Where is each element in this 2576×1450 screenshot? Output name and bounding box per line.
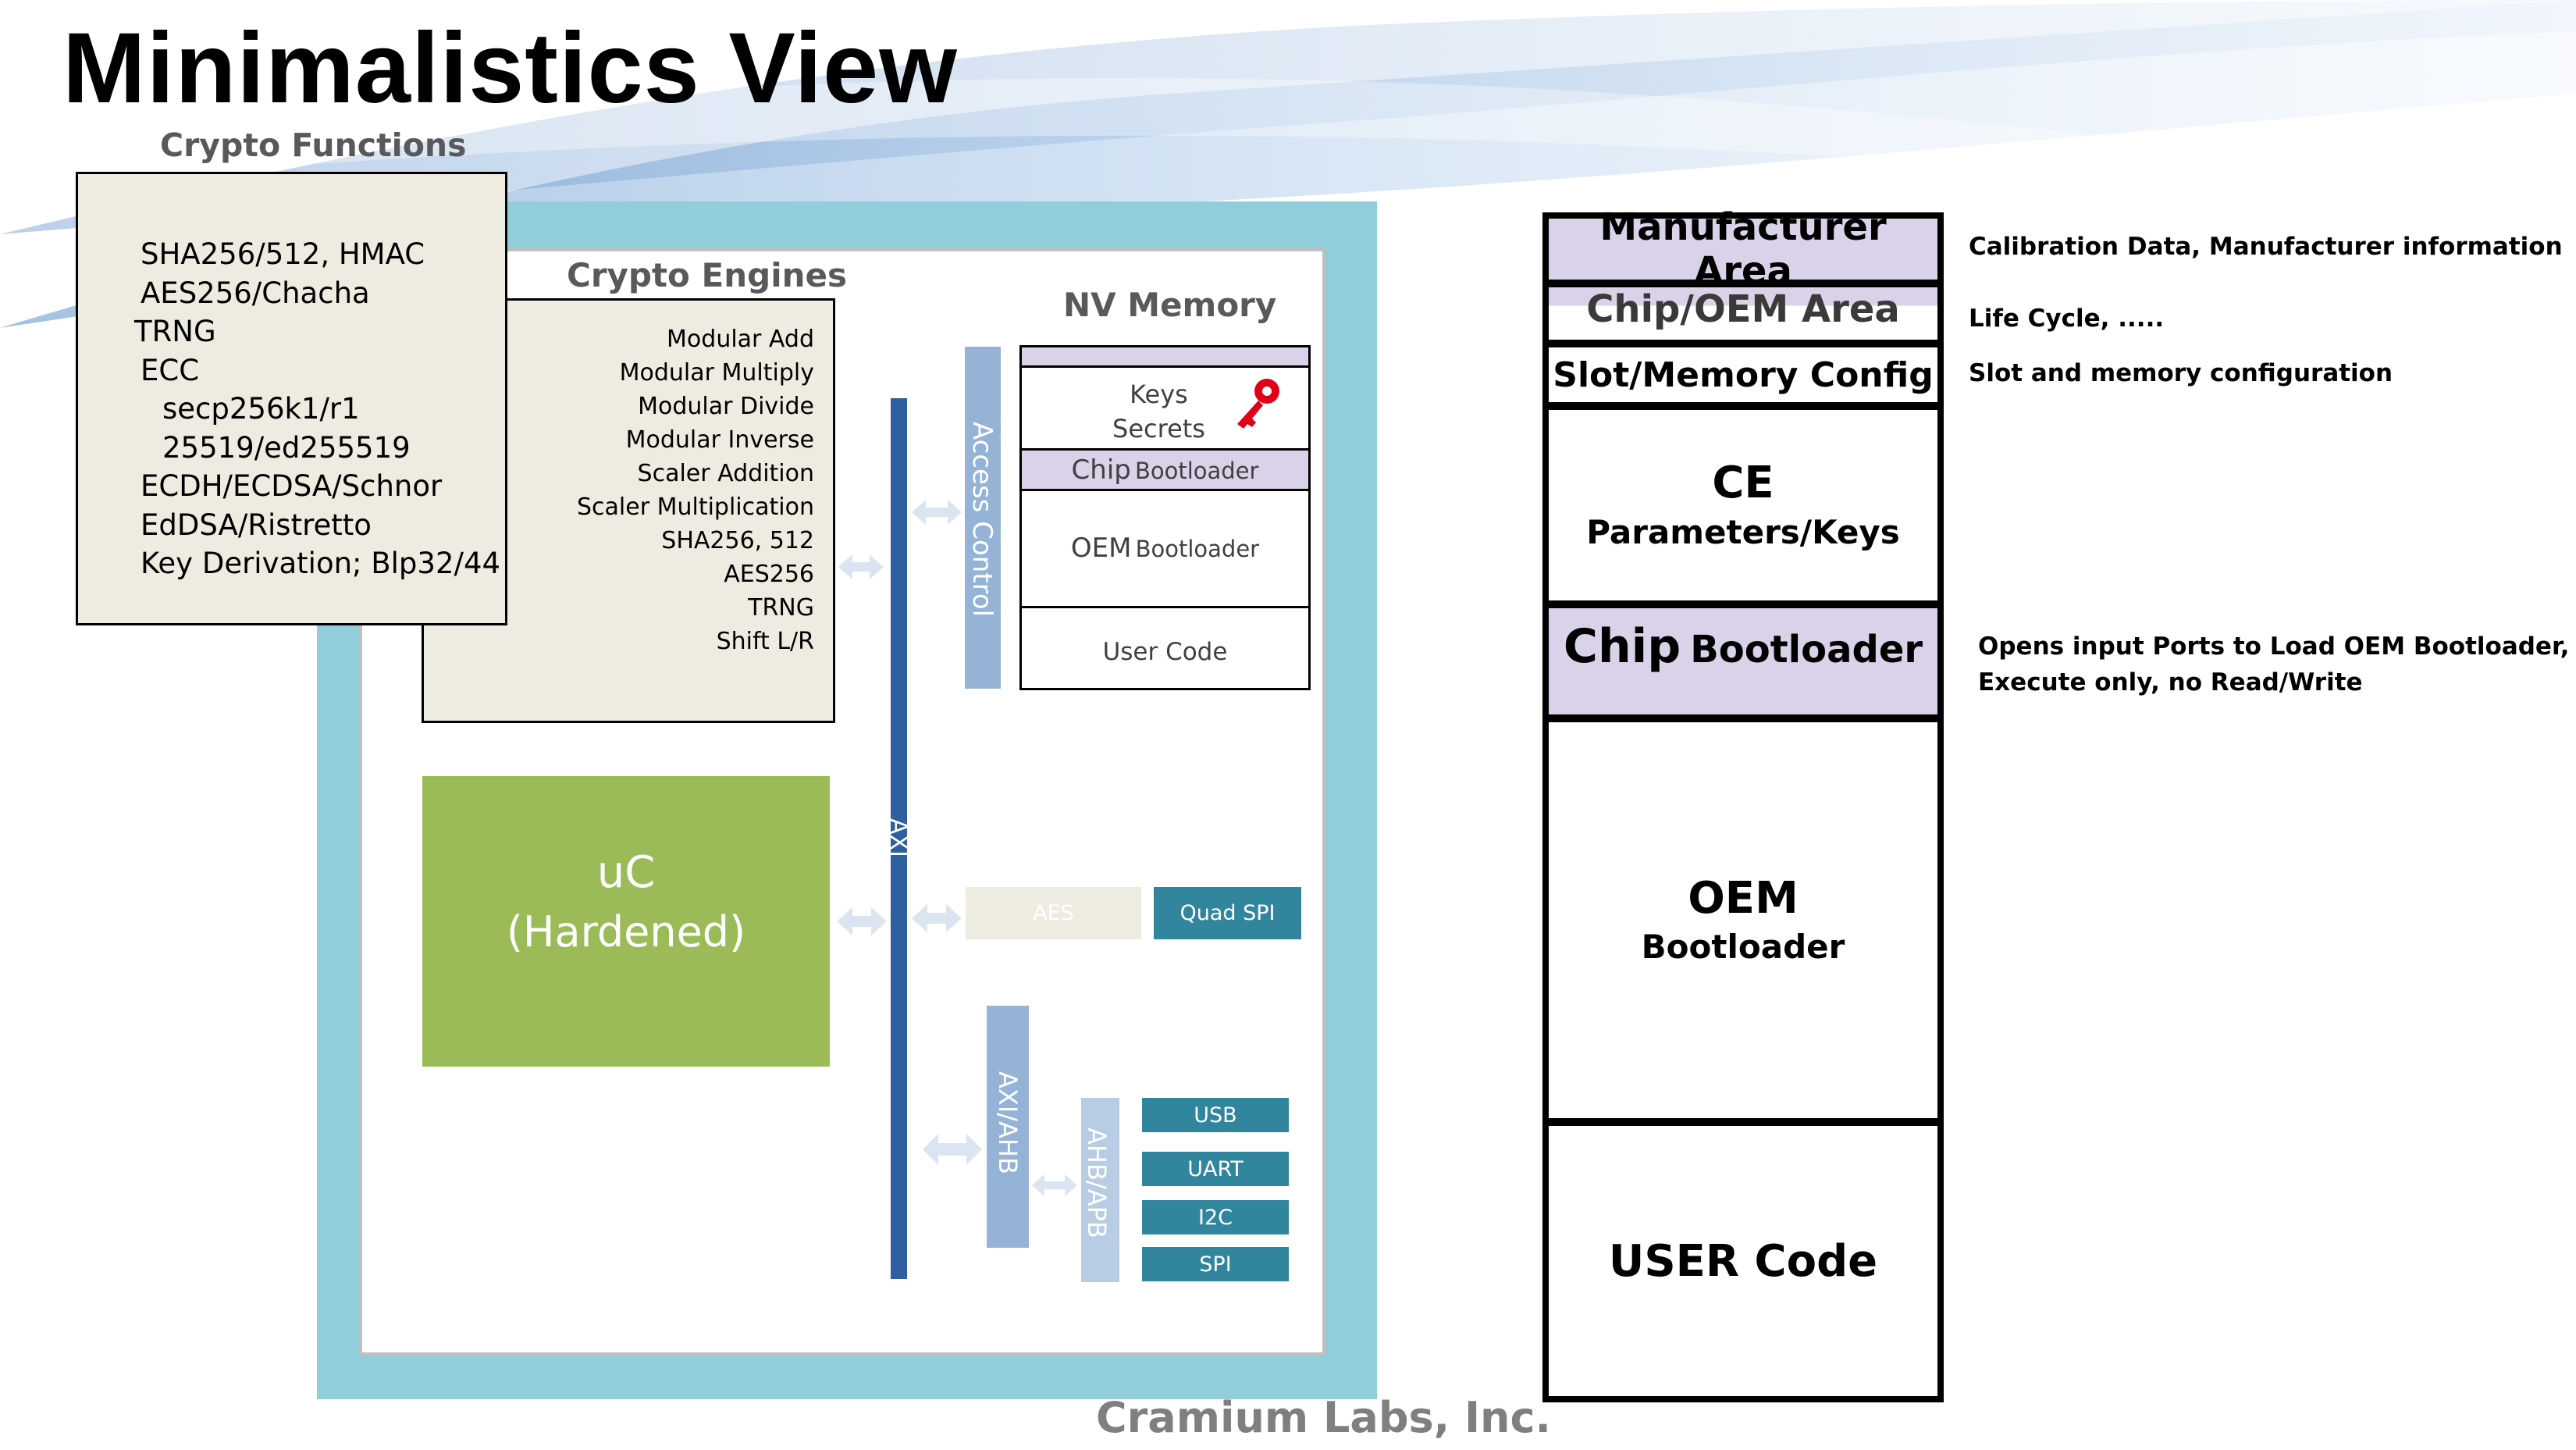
arrow-aes: [912, 904, 962, 932]
function-item: TRNG: [134, 315, 216, 348]
footer-company: Cramium Labs, Inc.: [1096, 1393, 1552, 1442]
engine-item: TRNG: [748, 594, 814, 622]
mm-slot-label: Slot/Memory Config: [1553, 354, 1934, 395]
nv-oem-bootloader-label: Bootloader: [1135, 536, 1260, 562]
mm-manufacturer-area: Manufacturer Area: [1542, 205, 1944, 293]
function-item: AES256/Chacha: [141, 276, 370, 310]
mm-oem-bootloader: OEM Bootloader: [1542, 716, 1944, 1124]
quad-spi-block: Quad SPI: [1154, 887, 1301, 939]
engine-item: AES256: [724, 561, 814, 588]
nv-memory-box: Keys Secrets Chip Bootloader OEM Bootloa…: [1019, 345, 1311, 690]
engine-item: Scaler Multiplication: [577, 493, 814, 521]
note-manufacturer: Calibration Data, Manufacturer informati…: [1969, 233, 2563, 261]
keys-secrets-cell: Keys Secrets: [1022, 368, 1308, 451]
function-item: secp256k1/r1: [162, 392, 360, 426]
axi-ahb-bar: [987, 1006, 1029, 1248]
engine-item: SHA256, 512: [661, 527, 814, 554]
spi-block: SPI: [1142, 1247, 1289, 1281]
background-swoosh: [0, 0, 2576, 328]
note-slot: Slot and memory configuration: [1969, 359, 2393, 387]
mm-oem-bootloader-label: Bootloader: [1641, 927, 1845, 966]
access-control-bar: [965, 347, 1001, 689]
arrow-uc: [837, 907, 887, 935]
nv-chip-bootloader-label: Bootloader: [1134, 458, 1259, 484]
mm-oem-label: OEM: [1688, 872, 1799, 924]
mm-ce-label: CE: [1712, 458, 1774, 508]
note-chip-boot-line2: Execute only, no Read/Write: [1978, 668, 2363, 696]
nv-oem-bootloader-cell: OEM Bootloader: [1022, 491, 1308, 608]
crypto-functions-box: SHA256/512, HMAC AES256/Chacha TRNG ECC …: [76, 172, 507, 625]
nv-user-code-cell: User Code: [1102, 638, 1228, 666]
uc-label: uC: [596, 847, 656, 898]
engine-item: Scaler Addition: [637, 460, 814, 487]
note-life-cycle: Life Cycle, .....: [1969, 305, 2165, 333]
mm-ce-parameters-keys: CE Parameters/Keys: [1542, 404, 1944, 607]
uart-block: UART: [1142, 1152, 1289, 1186]
nv-chip-label: Chip: [1071, 454, 1131, 486]
crypto-engines-heading: Crypto Engines: [567, 256, 847, 294]
mm-chip-bootloader-label: Bootloader: [1690, 628, 1923, 672]
engine-item: Modular Add: [667, 326, 814, 353]
mm-user-code: USER Code: [1542, 1120, 1944, 1402]
mm-user-code-label: USER Code: [1608, 1235, 1878, 1287]
mm-slot-memory-config: Slot/Memory Config: [1542, 341, 1944, 408]
nv-chip-bootloader-cell: Chip Bootloader: [1022, 451, 1308, 491]
engine-item: Modular Multiply: [619, 359, 814, 387]
mm-chip-oem-area: Chip/OEM Area: [1542, 281, 1944, 346]
aes-block: AES: [966, 887, 1141, 939]
mm-chip-bootloader: Chip Bootloader: [1542, 602, 1944, 721]
usb-block: USB: [1142, 1098, 1289, 1132]
function-item: EdDSA/Ristretto: [141, 508, 372, 542]
page-title: Minimalistics View: [62, 12, 958, 124]
engine-item: Shift L/R: [716, 628, 814, 655]
function-item: SHA256/512, HMAC: [141, 237, 425, 271]
mm-ce-params-label: Parameters/Keys: [1586, 513, 1900, 551]
mm-chip-label: Chip: [1563, 619, 1681, 674]
nv-oem-label: OEM: [1070, 533, 1132, 564]
arrow-access-control: [912, 500, 962, 525]
ahb-apb-bar: [1081, 1098, 1119, 1282]
note-chip-boot-line1: Opens input Ports to Load OEM Bootloader…: [1978, 632, 2570, 661]
nv-memory-top-band: [1022, 347, 1308, 368]
arrow-crypto-engines: [838, 554, 884, 579]
function-item: 25519/ed255519: [162, 430, 411, 465]
engine-item: Modular Inverse: [625, 426, 814, 454]
crypto-functions-heading: Crypto Functions: [160, 126, 467, 164]
uc-block: uC (Hardened): [422, 776, 830, 1067]
i2c-block: I2C: [1142, 1200, 1289, 1234]
key-icon: [1237, 379, 1279, 429]
arrow-axi-ahb: [923, 1134, 982, 1165]
secrets-label: Secrets: [1112, 414, 1205, 444]
function-item: ECDH/ECDSA/Schnor: [141, 469, 443, 503]
uc-hardened-label: (Hardened): [506, 907, 746, 957]
mm-manufacturer-label: Manufacturer Area: [1599, 205, 1887, 293]
nv-memory-heading: NV Memory: [1063, 286, 1277, 324]
mm-chip-oem-label: Chip/OEM Area: [1586, 287, 1900, 331]
axi-bus-bar: [891, 398, 907, 1279]
engine-item: Modular Divide: [638, 393, 814, 420]
keys-label: Keys: [1130, 379, 1188, 409]
function-item: ECC: [141, 353, 200, 387]
function-item: Key Derivation; Blp32/44: [141, 547, 501, 580]
arrow-ahb-apb: [1032, 1174, 1077, 1196]
